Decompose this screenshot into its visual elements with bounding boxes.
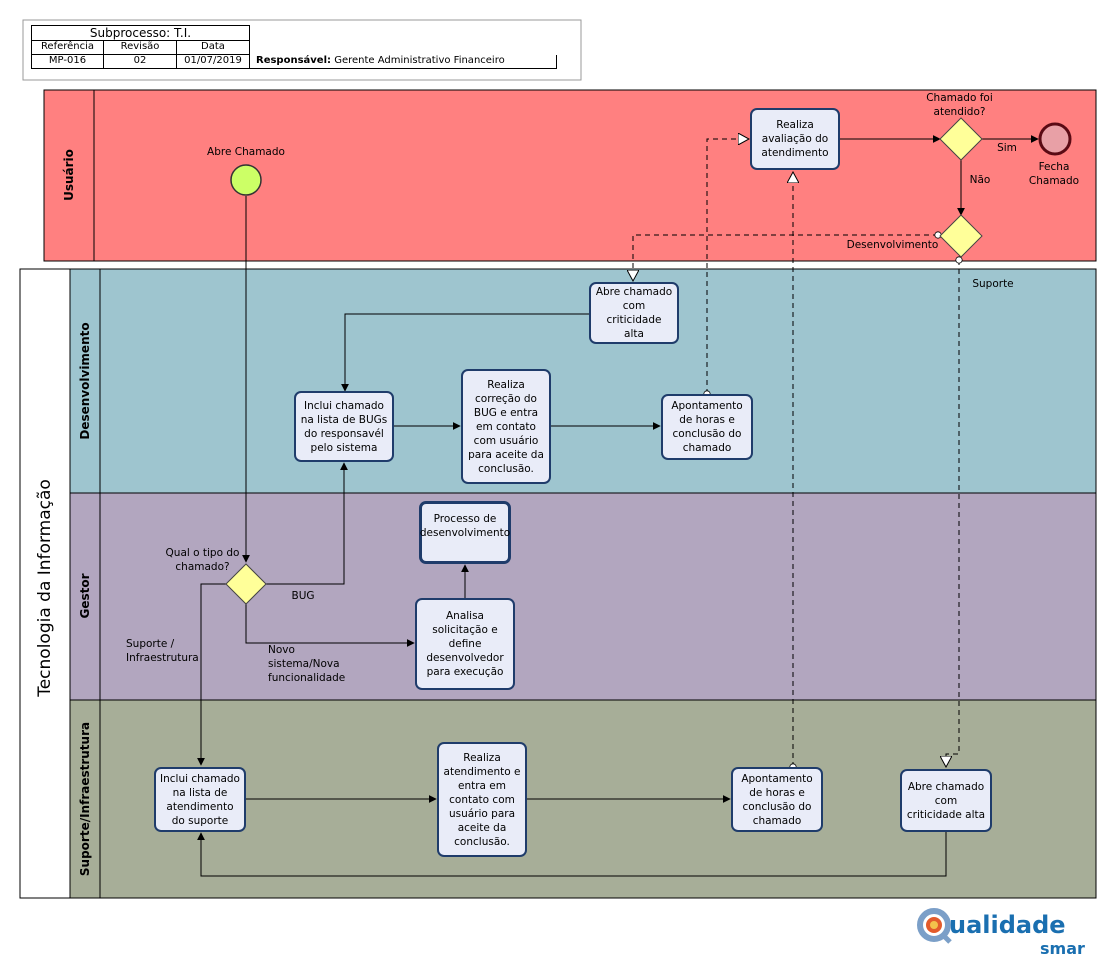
logo-icon bbox=[917, 908, 951, 942]
header-responsavel: Responsável: Gerente Administrativo Fina… bbox=[250, 55, 557, 69]
subprocess-processo-desenvolvimento[interactable]: Processo de desenvolvimento bbox=[419, 501, 511, 564]
lane-label-suporte: Suporte/Infraestrutura bbox=[78, 721, 92, 877]
header-data: 01/07/2019 bbox=[177, 55, 250, 69]
logo-brand: smar bbox=[1040, 939, 1085, 958]
lane-desenvolvimento bbox=[69, 268, 1097, 494]
gateway-destino bbox=[939, 214, 983, 258]
header-title: Subprocesso: T.I. bbox=[31, 25, 250, 41]
pool-label-usuario: Usuário bbox=[62, 149, 76, 201]
task-realiza-atendimento[interactable]: Realiza atendimento e entra em contato c… bbox=[437, 742, 527, 857]
logo-wordmark: ualidade bbox=[949, 911, 1066, 939]
header-referencia: MP-016 bbox=[31, 55, 104, 69]
start-event bbox=[230, 164, 262, 196]
task-abre-chamado-suporte[interactable]: Abre chamado com criticidade alta bbox=[900, 769, 992, 832]
end-event bbox=[1038, 122, 1072, 156]
flow-label-desenvolvimento: Desenvolvimento bbox=[846, 239, 939, 251]
task-realiza-correcao[interactable]: Realiza correção do BUG e entra em conta… bbox=[461, 369, 551, 484]
header-revisao: 02 bbox=[104, 55, 177, 69]
task-analisa-solicitacao[interactable]: Analisa solicitação e define desenvolved… bbox=[415, 598, 515, 690]
gateway-atendido-label: Chamado foi atendido? bbox=[926, 92, 993, 118]
gateway-tipo-label: Qual o tipo do chamado? bbox=[165, 547, 240, 573]
lane-label-gestor: Gestor bbox=[78, 573, 92, 619]
flow-label-nao: Não bbox=[969, 174, 991, 186]
header-col-data: Data bbox=[177, 41, 250, 55]
task-inclui-lista-suporte[interactable]: Inclui chamado na lista de atendimento d… bbox=[154, 767, 246, 832]
lane-label-desenvolvimento: Desenvolvimento bbox=[78, 322, 92, 440]
end-event-label: Fecha Chamado bbox=[1028, 161, 1080, 187]
lane-gestor bbox=[69, 492, 1097, 701]
task-apontamento-suporte[interactable]: Apontamento de horas e conclusão do cham… bbox=[731, 767, 823, 832]
flow-label-novo-sistema: Novo sistema/Nova funcionalidade bbox=[268, 644, 346, 684]
header-responsavel-value: Gerente Administrativo Financeiro bbox=[334, 55, 505, 66]
gateway-atendido bbox=[939, 117, 983, 161]
flow-label-sim: Sim bbox=[997, 142, 1017, 154]
header-col-referencia: Referência bbox=[31, 41, 104, 55]
gateway-tipo bbox=[225, 563, 267, 605]
flow-label-suporte: Suporte bbox=[972, 278, 1014, 290]
task-realiza-avaliacao[interactable]: Realiza avaliação do atendimento bbox=[750, 108, 840, 170]
header-col-revisao: Revisão bbox=[104, 41, 177, 55]
flow-label-suporte-infra: Suporte / Infraestrutura bbox=[126, 638, 199, 664]
pool-label-ti: Tecnologia da Informação bbox=[35, 479, 55, 697]
task-inclui-lista-bugs[interactable]: Inclui chamado na lista de BUGs do respo… bbox=[294, 391, 394, 462]
header-responsavel-label: Responsável: bbox=[256, 55, 332, 66]
start-event-label: Abre Chamado bbox=[207, 146, 285, 158]
task-apontamento-dev[interactable]: Apontamento de horas e conclusão do cham… bbox=[661, 394, 753, 460]
flow-label-bug: BUG bbox=[291, 590, 315, 602]
task-abre-chamado-dev[interactable]: Abre chamado com criticidade alta bbox=[589, 282, 679, 344]
header-frame bbox=[22, 19, 582, 81]
